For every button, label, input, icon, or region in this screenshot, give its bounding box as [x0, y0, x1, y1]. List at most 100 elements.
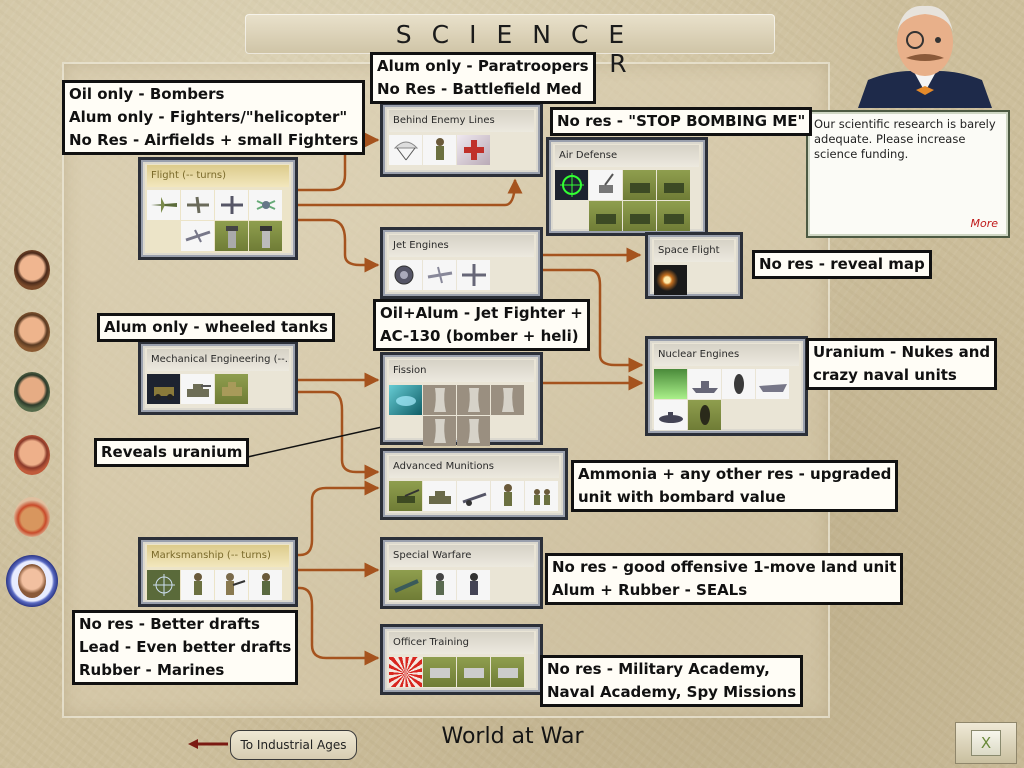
note-line: Alum only - Fighters/"helicopter"	[69, 106, 358, 129]
note-line: Alum only - Paratroopers	[377, 55, 589, 78]
note-line: No res - good offensive 1-move land unit	[552, 556, 896, 579]
note-advanced-munitions: Ammonia + any other res - upgraded unit …	[571, 460, 898, 512]
cooling-tower-icon	[457, 385, 490, 415]
battleship-icon	[688, 369, 721, 399]
early-modern-advisor-icon[interactable]	[14, 372, 50, 412]
tech-behind-enemy-lines[interactable]: Behind Enemy Lines	[380, 102, 543, 177]
note-line: No res - Better drafts	[79, 613, 291, 636]
soldier-icon	[491, 481, 524, 511]
marine-icon	[249, 570, 282, 600]
note-line: Oil+Alum - Jet Fighter +	[380, 302, 583, 325]
commando-icon	[423, 570, 456, 600]
small-fighter-icon	[181, 221, 214, 251]
note-line: No res - reveal map	[759, 253, 925, 276]
flak-tank-icon	[589, 201, 622, 231]
ancient-era-advisor-icon[interactable]	[14, 250, 50, 290]
tech-label: Air Defense	[555, 145, 699, 167]
tech-label: Officer Training	[389, 632, 534, 654]
tech-space-flight[interactable]: Space Flight	[645, 232, 743, 299]
crosshair-icon	[147, 570, 180, 600]
tech-marksmanship[interactable]: Marksmanship (-- turns)	[138, 537, 298, 607]
academy-building-icon	[423, 657, 456, 687]
advisor-speech-box: Our scientific research is barely adequa…	[806, 110, 1010, 238]
flak-tank-icon	[657, 201, 690, 231]
modern-advisor-icon-selected[interactable]	[6, 555, 58, 607]
industrial-advisor-icon[interactable]	[14, 497, 50, 537]
tech-label: Jet Engines	[389, 235, 534, 257]
flak-tank-icon	[657, 170, 690, 200]
airfield-icon	[249, 221, 282, 251]
tech-fission[interactable]: Fission	[380, 352, 543, 445]
note-jet-engines: Oil+Alum - Jet Fighter + AC-130 (bomber …	[373, 299, 590, 351]
note-line: No res - Military Academy,	[547, 658, 796, 681]
submarine-icon	[654, 400, 687, 430]
note-line: Lead - Even better drafts	[79, 636, 291, 659]
nuclear-blast-icon	[654, 369, 687, 399]
tank-icon	[423, 481, 456, 511]
bazooka-icon	[389, 570, 422, 600]
tech-nuclear-engines[interactable]: Nuclear Engines	[645, 336, 808, 436]
advisor-message: Our scientific research is barely adequa…	[814, 117, 1002, 162]
note-mechanical-engineering: Alum only - wheeled tanks	[97, 313, 335, 342]
note-line: Uranium - Nukes and	[813, 341, 990, 364]
radar-target-icon	[555, 170, 588, 200]
tech-jet-engines[interactable]: Jet Engines	[380, 227, 543, 299]
rifleman-icon	[181, 570, 214, 600]
note-line: Ammonia + any other res - upgraded	[578, 463, 891, 486]
jet-fighter-icon	[423, 260, 456, 290]
seal-diver-icon	[457, 570, 490, 600]
tech-label: Nuclear Engines	[654, 344, 799, 366]
tech-label: Marksmanship (-- turns)	[147, 545, 289, 567]
fighter-unit-icon	[181, 190, 214, 220]
tech-mechanical-engineering[interactable]: Mechanical Engineering (--...	[138, 341, 298, 415]
back-arrow-icon[interactable]	[186, 738, 230, 750]
cooling-tower-icon	[491, 385, 524, 415]
note-line: AC-130 (bomber + heli)	[380, 325, 583, 348]
paratrooper-icon	[389, 135, 422, 165]
cooling-tower-icon	[457, 416, 490, 446]
note-line: Alum + Rubber - SEALs	[552, 579, 896, 602]
planet-orbit-icon	[654, 265, 687, 295]
more-link[interactable]: More	[970, 216, 998, 231]
transport-plane-icon	[215, 190, 248, 220]
tech-officer-training[interactable]: Officer Training	[380, 624, 543, 695]
rising-sun-flag-icon	[389, 657, 422, 687]
tech-label: Space Flight	[654, 240, 734, 262]
note-nuclear-engines: Uranium - Nukes and crazy naval units	[806, 338, 997, 390]
sniper-icon	[215, 570, 248, 600]
note-line: Naval Academy, Spy Missions	[547, 681, 796, 704]
helicopter-unit-icon	[249, 190, 282, 220]
note-behind-enemy-lines: Alum only - Paratroopers No Res - Battle…	[370, 52, 596, 104]
middle-ages-advisor-icon[interactable]	[14, 312, 50, 352]
note-line: No res - "STOP BOMBING ME"	[557, 110, 805, 133]
note-air-defense: No res - "STOP BOMBING ME"	[550, 107, 812, 136]
tech-label: Flight (-- turns)	[147, 165, 289, 187]
close-button[interactable]: X	[955, 722, 1017, 764]
flak-tank-icon	[623, 201, 656, 231]
artillery-icon	[389, 481, 422, 511]
renaissance-advisor-icon[interactable]	[14, 435, 50, 475]
gunship-plane-icon	[457, 260, 490, 290]
note-space-flight: No res - reveal map	[752, 250, 932, 279]
note-line: Rubber - Marines	[79, 659, 291, 682]
flak-tank-icon	[623, 170, 656, 200]
cooling-tower-icon	[423, 385, 456, 415]
tech-flight[interactable]: Flight (-- turns)	[138, 157, 298, 260]
note-line: No Res - Airfields + small Fighters	[69, 129, 358, 152]
note-line: No Res - Battlefield Med	[377, 78, 589, 101]
mortar-crew-icon	[525, 481, 558, 511]
to-industrial-ages-button[interactable]: To Industrial Ages	[230, 730, 357, 760]
science-advisor-portrait	[858, 2, 992, 108]
tech-label: Mechanical Engineering (--...	[147, 349, 289, 371]
tech-advanced-munitions[interactable]: Advanced Munitions	[380, 448, 568, 520]
tech-special-warfare[interactable]: Special Warfare	[380, 537, 543, 609]
note-special-warfare: No res - good offensive 1-move land unit…	[545, 553, 903, 605]
uranium-icon	[389, 385, 422, 415]
light-tank-icon	[181, 374, 214, 404]
tech-label: Fission	[389, 360, 534, 382]
note-line: Reveals uranium	[101, 441, 242, 464]
tech-air-defense[interactable]: Air Defense	[546, 137, 708, 236]
anti-aircraft-gun-icon	[589, 170, 622, 200]
academy-building-icon	[457, 657, 490, 687]
armored-car-icon	[147, 374, 180, 404]
